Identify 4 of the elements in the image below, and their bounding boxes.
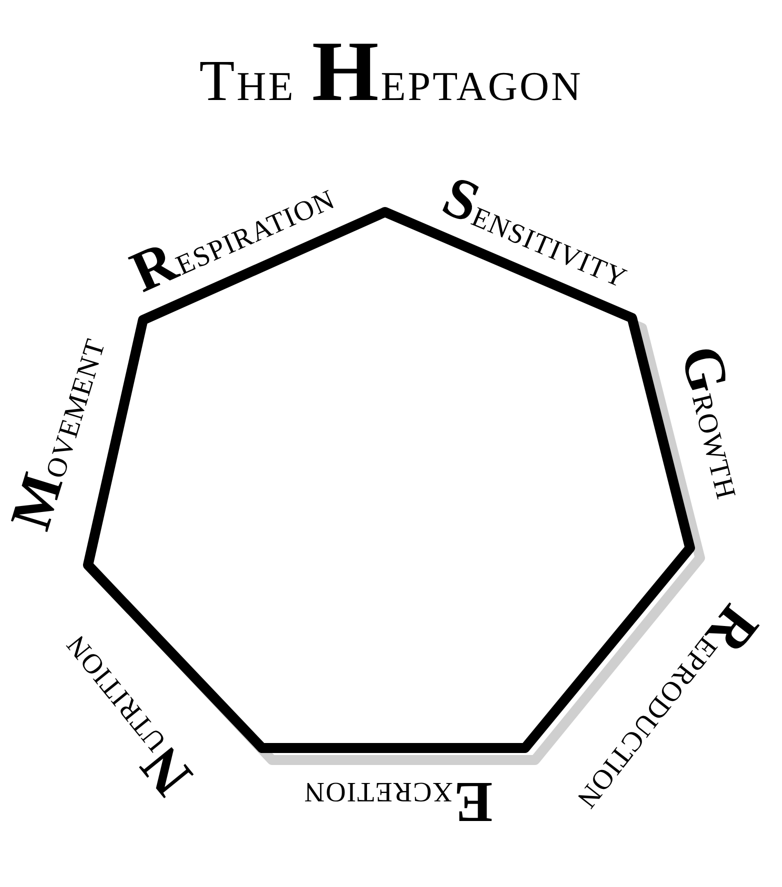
side-label: Growth: [671, 340, 754, 504]
side-label: Excretion: [303, 773, 493, 831]
title: The Heptagon: [198, 28, 584, 114]
side-label: Movement: [1, 330, 115, 536]
